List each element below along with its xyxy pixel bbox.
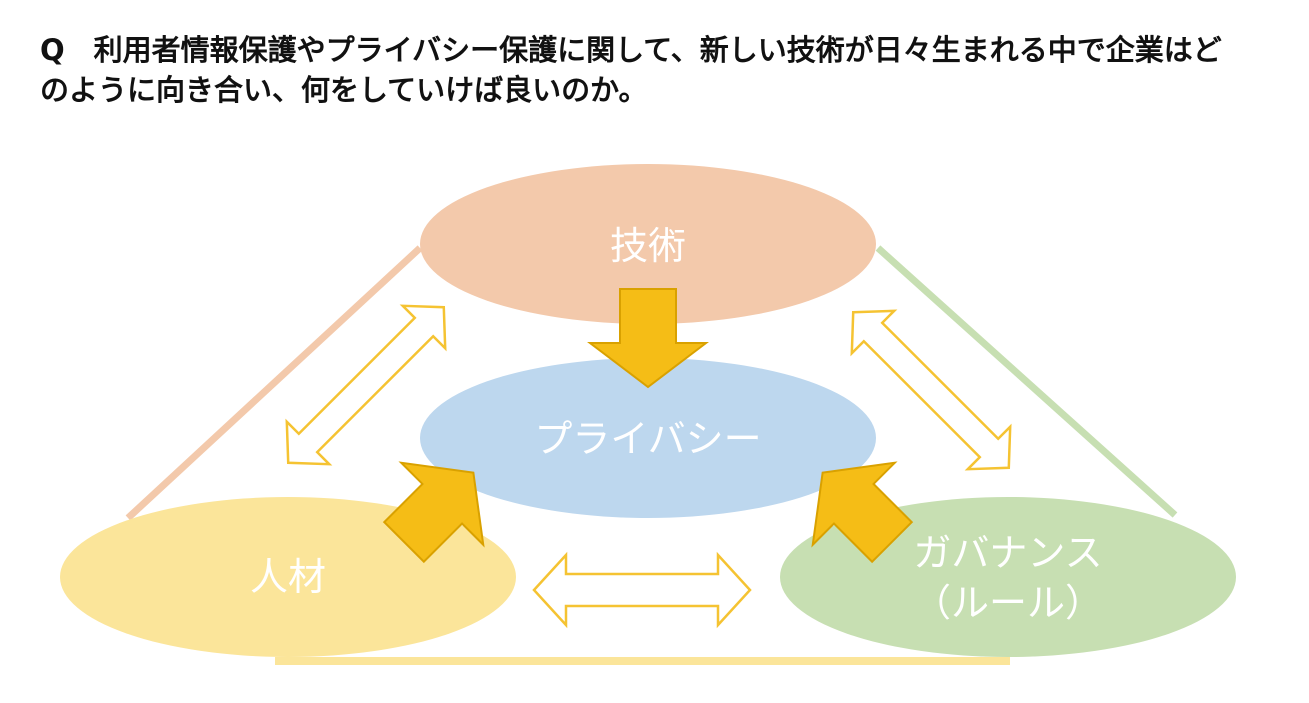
arrow-technology-to-privacy [587,288,709,389]
privacy-label: プライバシー [534,417,761,461]
question-line-2: のように向き合い、何をしていけば良いのか。 [40,73,648,107]
arrow-governance-to-privacy [811,461,914,564]
edge-technology-people [125,245,423,521]
double-arrow-people-governance [532,551,752,629]
technology-label: 技術 [610,224,686,268]
double-arrow-technology-governance [850,309,1012,471]
arrow-people-to-privacy [382,461,485,564]
governance-label-line-2: （ルール） [913,581,1103,625]
double-arrow-technology-people [285,304,447,466]
governance-label-line-1: ガバナンス [913,531,1102,575]
people-label: 人材 [250,555,326,599]
edge-technology-governance [875,245,1178,518]
question-line-1: Q 利用者情報保護やプライバシー保護に関して、新しい技術が日々生まれる中で企業は… [40,33,1222,67]
question-text: Q 利用者情報保護やプライバシー保護に関して、新しい技術が日々生まれる中で企業は… [40,30,1280,110]
privacy-ellipse [420,358,876,518]
technology-ellipse [420,164,876,324]
